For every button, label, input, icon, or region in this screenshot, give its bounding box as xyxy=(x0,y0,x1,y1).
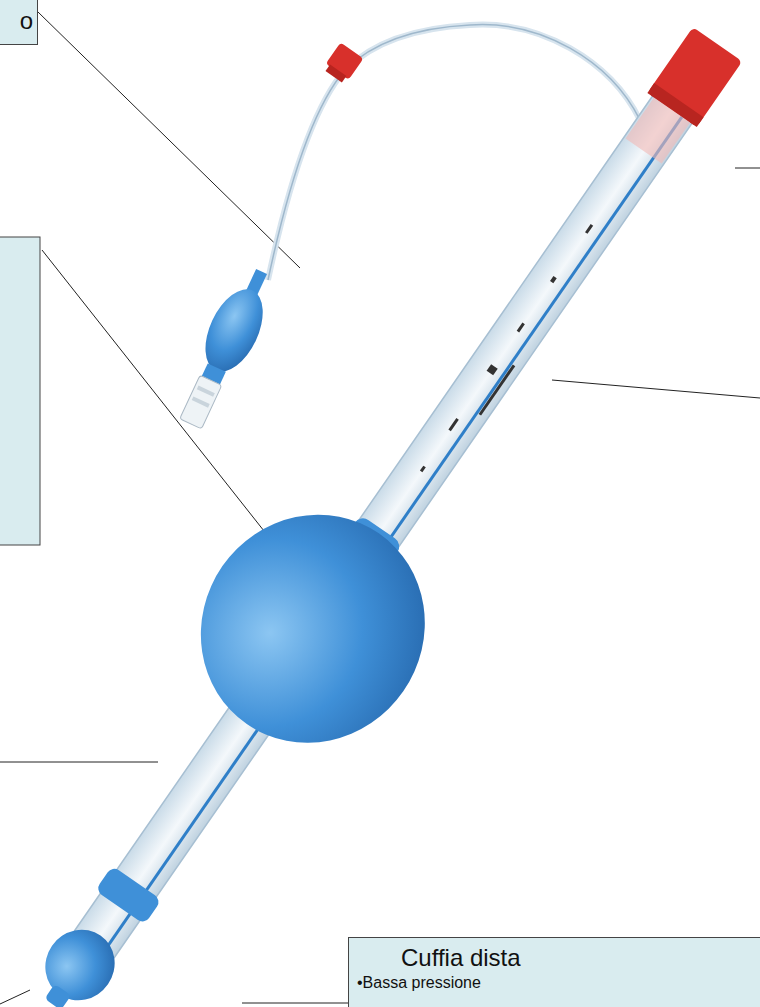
callout-title: o xyxy=(3,7,33,36)
callout-title: Cuffia dista xyxy=(357,944,759,973)
callout-box: o xyxy=(0,0,38,45)
red-cap-small xyxy=(322,43,363,85)
callout-box: Cuffia dista•Bassa pressione xyxy=(348,937,760,1007)
callout-bullet: •Bassa pressione xyxy=(357,973,759,992)
callout-panel xyxy=(0,237,40,545)
leader-lines xyxy=(0,12,760,1004)
pilot-balloon xyxy=(169,261,284,434)
